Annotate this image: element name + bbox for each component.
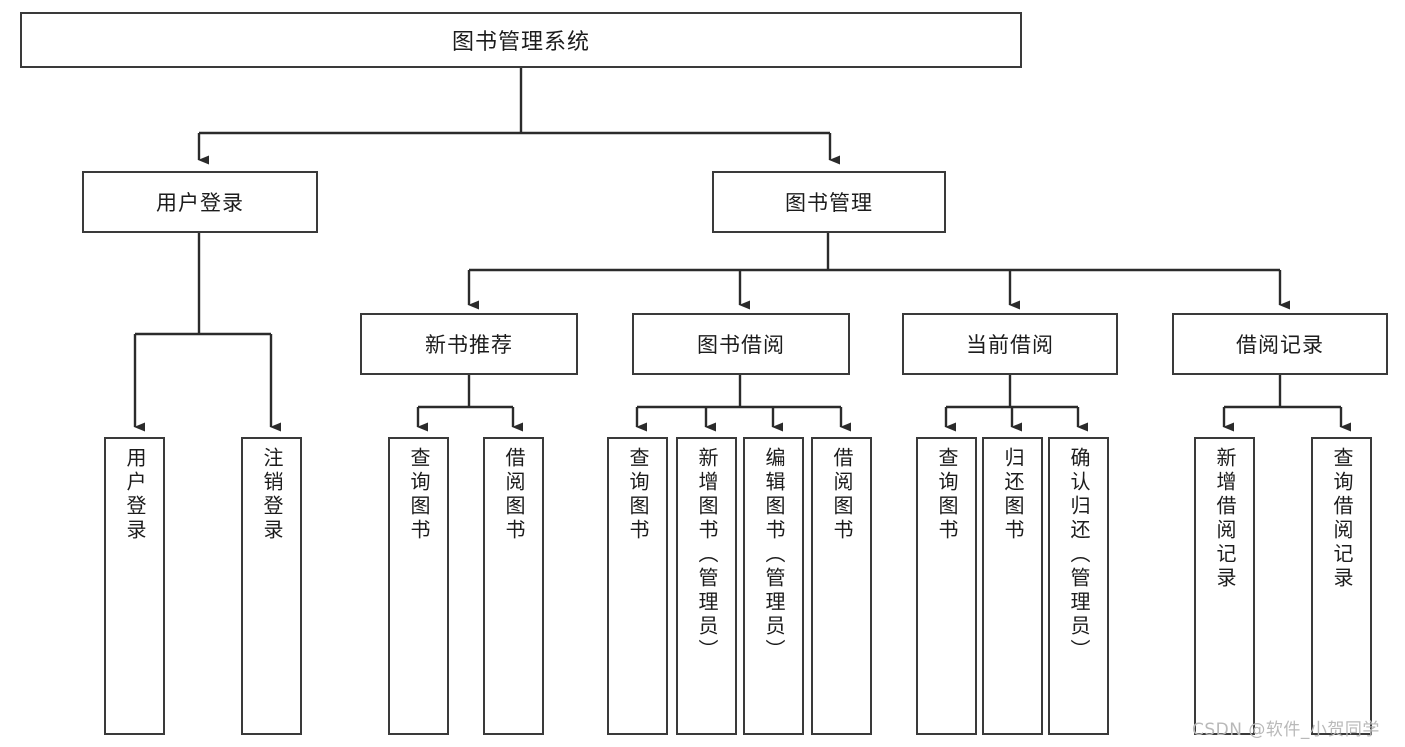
watermark-csdn: CSDN @软件_小贺同学	[1192, 720, 1380, 740]
leaf-borrow-book-recommend[interactable]: 借阅图书	[483, 437, 544, 735]
node-label: 图书管理系统	[451, 30, 590, 55]
leaf-confirm-return-admin[interactable]: 确认归还（管理员）	[1048, 437, 1109, 735]
node-new-book-recommend[interactable]: 新书推荐	[360, 313, 578, 375]
node-label: 借阅记录	[1236, 333, 1324, 357]
node-borrow-record[interactable]: 借阅记录	[1172, 313, 1388, 375]
node-user-login[interactable]: 用户登录	[82, 171, 318, 233]
node-label: 编辑图书（管理员）	[762, 447, 786, 663]
node-label: 用户登录	[123, 447, 147, 543]
node-label: 新增图书（管理员）	[695, 447, 719, 663]
node-label: 新增借阅记录	[1213, 447, 1237, 591]
leaf-user-login[interactable]: 用户登录	[104, 437, 165, 735]
leaf-return-book[interactable]: 归还图书	[982, 437, 1043, 735]
node-label: 查询图书	[407, 447, 431, 543]
leaf-query-book-current[interactable]: 查询图书	[916, 437, 977, 735]
leaf-query-book-recommend[interactable]: 查询图书	[388, 437, 449, 735]
node-current-borrow[interactable]: 当前借阅	[902, 313, 1118, 375]
node-label: 确认归还（管理员）	[1067, 447, 1091, 663]
leaf-edit-book-admin[interactable]: 编辑图书（管理员）	[743, 437, 804, 735]
node-label: 借阅图书	[502, 447, 526, 543]
leaf-add-book-admin[interactable]: 新增图书（管理员）	[676, 437, 737, 735]
node-book-management[interactable]: 图书管理	[712, 171, 946, 233]
node-label: 借阅图书	[830, 447, 854, 543]
leaf-borrow-book[interactable]: 借阅图书	[811, 437, 872, 735]
node-label: 查询借阅记录	[1330, 447, 1354, 591]
node-label: 图书借阅	[697, 333, 785, 357]
leaf-add-borrow-record[interactable]: 新增借阅记录	[1194, 437, 1255, 735]
node-label: 归还图书	[1001, 447, 1025, 543]
leaf-query-book-borrow[interactable]: 查询图书	[607, 437, 668, 735]
leaf-user-logout[interactable]: 注销登录	[241, 437, 302, 735]
node-root-system[interactable]: 图书管理系统	[20, 12, 1022, 68]
node-book-borrow[interactable]: 图书借阅	[632, 313, 850, 375]
node-label: 新书推荐	[425, 333, 513, 357]
node-label: 查询图书	[935, 447, 959, 543]
node-label: 当前借阅	[966, 333, 1054, 357]
node-label: 注销登录	[260, 447, 284, 543]
node-label: 查询图书	[626, 447, 650, 543]
node-label: 图书管理	[785, 191, 873, 215]
node-label: 用户登录	[156, 191, 244, 215]
leaf-query-borrow-record[interactable]: 查询借阅记录	[1311, 437, 1372, 735]
